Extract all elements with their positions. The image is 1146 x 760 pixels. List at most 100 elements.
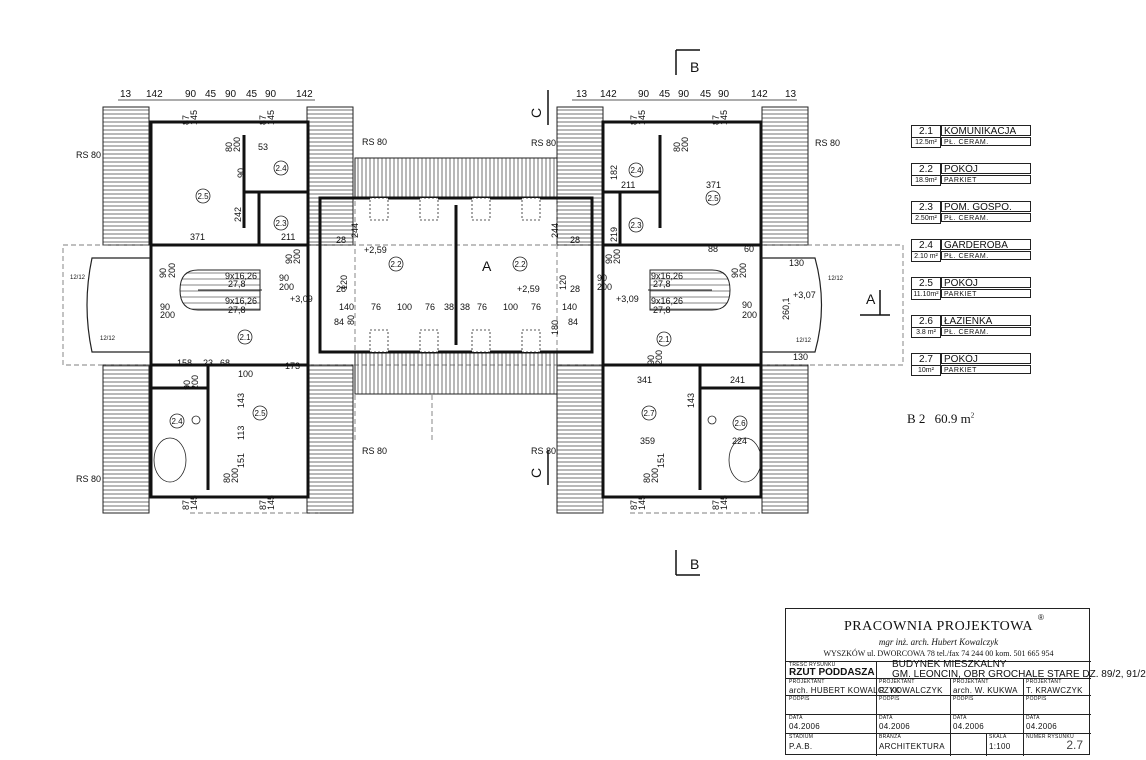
legend-row: 2.6 ŁAZIENKA 3.8 m² PŁ. CERAM. (911, 315, 1031, 353)
dormer-label: 12/12 (796, 338, 812, 344)
drawing-number: 2.7 (1066, 738, 1083, 752)
top-dimensions-right: 13 142 90 45 90 45 90 142 13 (576, 89, 797, 100)
dim-label: 45 (700, 89, 712, 100)
dim-label: 13 (120, 89, 132, 100)
dim-label: 200 (279, 282, 294, 292)
office-address: WYSZKÓW ul. DWORCOWA 78 tel./fax 74 244 … (823, 649, 1054, 658)
dim-label: 200 (292, 249, 302, 264)
room-number: 2.6 (734, 419, 746, 428)
stairs-label: 27,8 (653, 279, 671, 289)
dim-label: 90 (284, 254, 294, 264)
dim-label: 90 (265, 89, 277, 100)
dim-label: 87 (711, 115, 721, 125)
dim-label: 84 (568, 317, 578, 327)
dim-label: 45 (246, 89, 258, 100)
room-number: 2.3 (630, 221, 642, 230)
dim-label: 90 (236, 168, 246, 178)
dim-label: 143 (686, 393, 696, 408)
legend-room-floor: PARKIET (941, 289, 1031, 298)
legend-room-area: 12.5m² (911, 137, 941, 148)
stairs-label: 9x16,26 (651, 271, 683, 281)
dim-label: 80 (222, 473, 232, 483)
dormer-bays (86, 257, 823, 353)
office-name: PRACOWNIA PROJEKTOWA (843, 619, 1034, 634)
rs-label: RS 80 (531, 446, 556, 456)
legend-room-floor: PŁ. CERAM. (941, 137, 1031, 146)
designer-name: arch. W. KUKWA (953, 686, 1018, 695)
top-dimensions-left: 13 142 90 45 90 45 90 142 (120, 89, 313, 100)
divider (786, 678, 1091, 679)
dim-label: 142 (146, 89, 163, 100)
designer-name: T. KRAWCZYK (1026, 686, 1083, 695)
legend-row: 2.2 POKÓJ 18.9m² PARKIET (911, 163, 1031, 201)
dim-label: 260,1 (781, 297, 791, 320)
legend-row: 2.3 POM. GOSPO. 2.50m² PŁ. CERAM. (911, 201, 1031, 239)
room-number: 2.7 (643, 409, 655, 418)
legend-row: 2.1 KOMUNIKACJA 12.5m² PŁ. CERAM. (911, 125, 1031, 163)
dim-label: 80 (346, 315, 356, 325)
dim-label: 151 (236, 453, 246, 468)
divider (786, 695, 1091, 696)
legend-room-floor: PARKIET (941, 365, 1031, 374)
legend-room-name: KOMUNIKACJA (941, 125, 1031, 137)
legend-room-name: ŁAZIENKA (941, 315, 1031, 327)
dim-label: 90 (182, 380, 192, 390)
dim-label: 242 (233, 207, 243, 222)
dim-label: 341 (637, 375, 652, 385)
dim-label: 211 (281, 232, 295, 242)
dim-label: 145 (266, 110, 276, 125)
stairs-label: 27,8 (228, 279, 246, 289)
discipline-value: ARCHITEKTURA (879, 742, 945, 751)
project-line-2: GM. LEONCIN, OBR GROCHALE STARE DZ. 89/2… (892, 669, 1146, 680)
room-number: 2.3 (275, 219, 287, 228)
legend-room-floor: PŁ. CERAM. (941, 213, 1031, 222)
rs-label: RS 80 (362, 446, 387, 456)
level-mark: +3,09 (290, 294, 313, 304)
dim-label: 224 (732, 436, 747, 446)
dim-label: 87 (258, 115, 268, 125)
dormer-labels: 12/12 12/12 12/12 12/12 (70, 275, 844, 344)
legend-room-area: 18.9m² (911, 175, 941, 186)
dim-label: 76 (477, 302, 487, 312)
designer-caption: PROJEKTANT (1026, 679, 1062, 685)
dim-label: 173 (285, 361, 300, 371)
scale-value: 1:100 (989, 742, 1011, 751)
dim-label: 45 (659, 89, 671, 100)
rs-label: RS 80 (531, 138, 556, 148)
legend-room-name: POM. GOSPO. (941, 201, 1031, 213)
dim-label: 371 (190, 232, 205, 242)
drawing-title: RZUT PODDASZA (789, 667, 875, 678)
walls (149, 120, 763, 499)
signature-caption: PODPIS (789, 696, 810, 702)
dim-label: 100 (238, 369, 253, 379)
dim-label: 200 (650, 468, 660, 483)
room-number: 2.4 (171, 417, 183, 426)
dim-label: 130 (789, 258, 804, 268)
dim-label: 120 (558, 275, 568, 290)
divider (1023, 678, 1024, 756)
dim-label: 76 (371, 302, 381, 312)
legend-room-area: 11.10m² (911, 289, 941, 300)
dim-label: 90 (718, 89, 730, 100)
legend-room-area: 2.10 m² (911, 251, 941, 262)
floor-plan: 13 142 90 45 90 45 90 142 13 142 90 45 9… (62, 49, 904, 576)
legend-room-floor: PARKIET (941, 175, 1031, 184)
dim-label: 90 (604, 254, 614, 264)
interior-dimensions: 371 242 211 90 53 87 145 87 145 80 200 2… (158, 110, 816, 510)
legend-room-area: 2.50m² (911, 213, 941, 224)
legend-row: 2.7 POKÓJ 10m² PARKIET (911, 353, 1031, 391)
level-mark: +2,59 (364, 245, 387, 255)
divider (986, 733, 987, 756)
stairs-label: 9x16,26 (225, 296, 257, 306)
legend-room-name: POKÓJ (941, 277, 1031, 289)
dim-label: 76 (425, 302, 435, 312)
summary-area-sup: 2 (970, 411, 975, 420)
room-number: 2.5 (197, 192, 209, 201)
number-caption: NUMER RYSUNKU (1026, 734, 1074, 740)
legend-row: 2.5 POKÓJ 11.10m² PARKIET (911, 277, 1031, 315)
drawing-caption: TREŚĆ RYSUNKU (789, 662, 836, 668)
dim-label: 200 (230, 468, 240, 483)
divider (876, 661, 877, 678)
dim-label: 200 (742, 310, 757, 320)
divider (786, 733, 1091, 734)
